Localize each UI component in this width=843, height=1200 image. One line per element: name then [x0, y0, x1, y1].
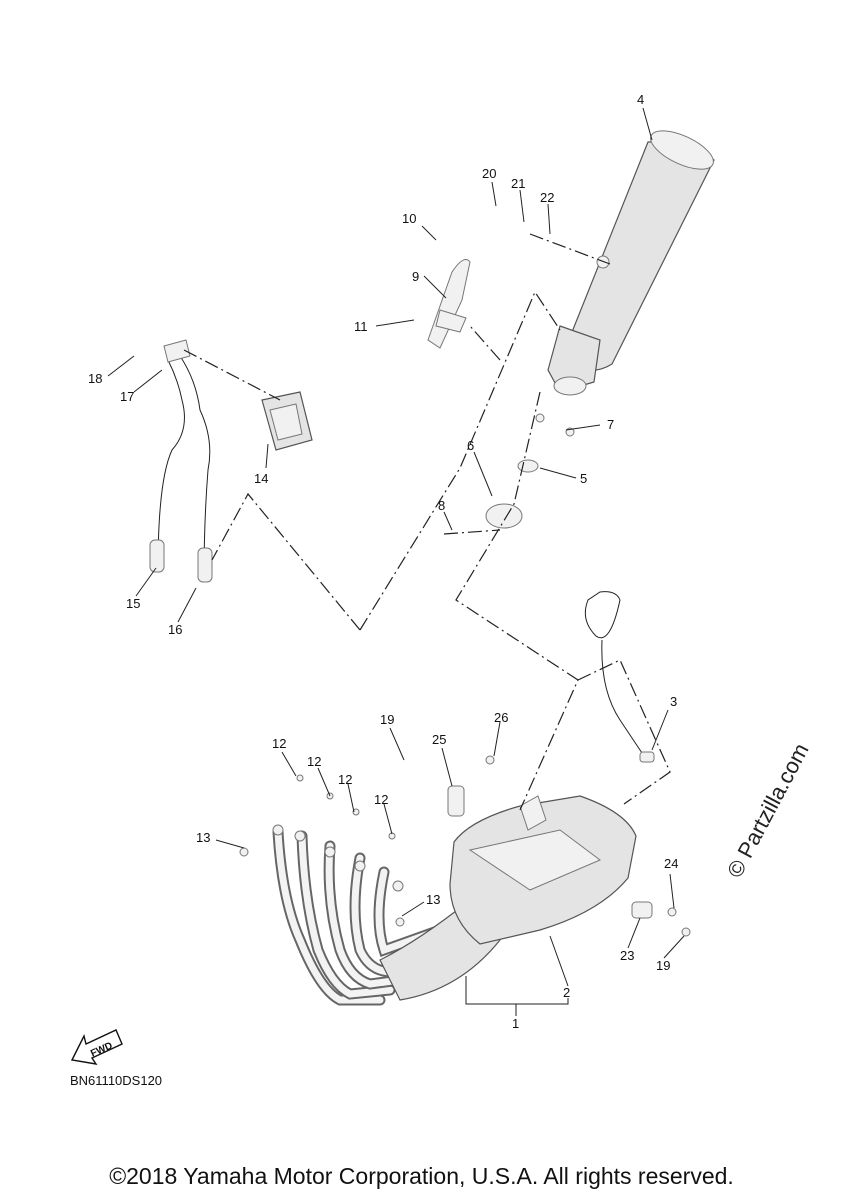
callout-leaders	[107, 107, 685, 1016]
oxygen-sensor-part-3[interactable]	[584, 591, 655, 763]
callout-8: 8	[438, 498, 445, 513]
callout-18: 18	[88, 371, 102, 386]
assembly-lines	[183, 233, 671, 811]
exhaust-valve-cable-assembly[interactable]	[149, 339, 313, 583]
forward-arrow-icon: FWD	[70, 1029, 123, 1065]
callout-3: 3	[670, 694, 677, 709]
callout-22: 22	[540, 190, 554, 205]
copyright-notice: ©2018 Yamaha Motor Corporation, U.S.A. A…	[109, 1163, 734, 1189]
sensor-bracket-part-25[interactable]	[447, 755, 495, 817]
callout-14: 14	[254, 471, 268, 486]
exhaust-header-assembly-part-1[interactable]	[272, 795, 637, 1006]
callout-13-right: 13	[426, 892, 440, 907]
callout-12-b: 12	[307, 754, 321, 769]
callout-7: 7	[607, 417, 614, 432]
muffler-part-4[interactable]	[547, 123, 719, 396]
callout-21: 21	[511, 176, 525, 191]
callout-23: 23	[620, 948, 634, 963]
callout-20: 20	[482, 166, 496, 181]
muffler-bracket-part-9[interactable]	[427, 259, 471, 349]
exhaust-clamp-part-6[interactable]	[485, 413, 575, 529]
callout-16: 16	[168, 622, 182, 637]
callout-4: 4	[637, 92, 644, 107]
callout-15: 15	[126, 596, 140, 611]
callout-6: 6	[467, 438, 474, 453]
callout-24: 24	[664, 856, 678, 871]
callout-12-d: 12	[374, 792, 388, 807]
callout-9: 9	[412, 269, 419, 284]
callout-19-upper: 19	[380, 712, 394, 727]
mount-bracket-part-23[interactable]	[631, 901, 691, 937]
callout-17: 17	[120, 389, 134, 404]
callout-10: 10	[402, 211, 416, 226]
diagram-reference-code: BN61110DS120	[70, 1073, 163, 1088]
callout-26: 26	[494, 710, 508, 725]
callout-12-c: 12	[338, 772, 352, 787]
callout-19-lower: 19	[656, 958, 670, 973]
callout-5: 5	[580, 471, 587, 486]
callout-1: 1	[512, 1016, 519, 1031]
callout-labels: 4 20 21 22 10 9 11 18 17 7 6 14 5 8 15 1…	[88, 92, 678, 1031]
callout-13-left: 13	[196, 830, 210, 845]
callout-11: 11	[354, 319, 368, 334]
callout-25: 25	[432, 732, 446, 747]
callout-12-a: 12	[272, 736, 286, 751]
callout-2: 2	[563, 985, 570, 1000]
